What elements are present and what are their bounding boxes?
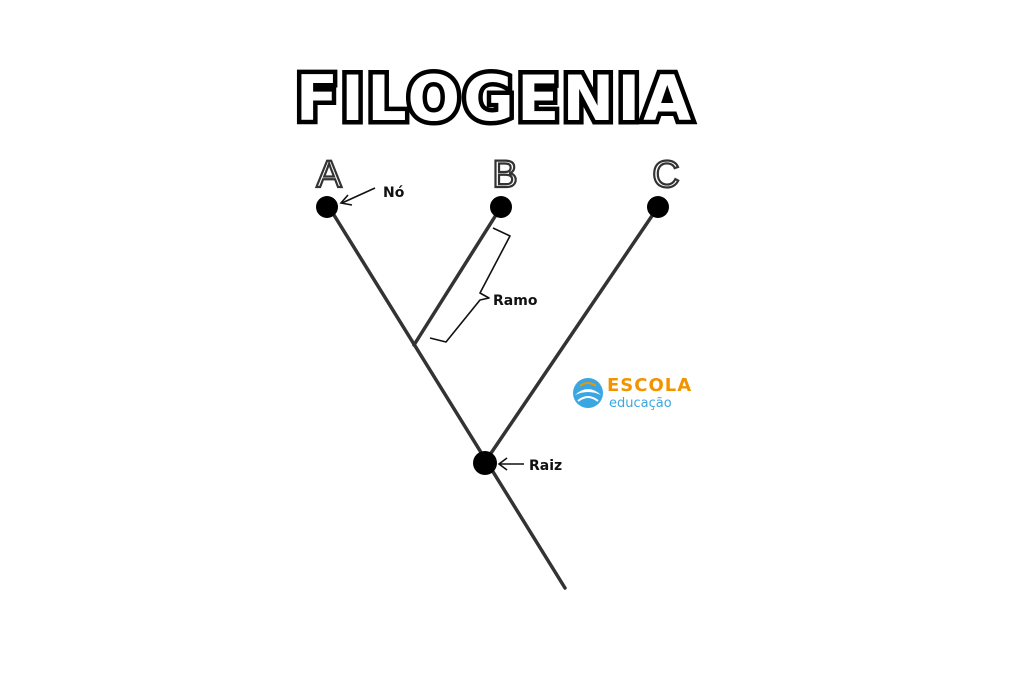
branch-annotation: Ramo (493, 293, 538, 309)
branch-bracket (429, 227, 511, 343)
root-annotation: Raiz (529, 458, 562, 474)
logo-name: ESCOLA (607, 375, 692, 396)
branch-c (483, 205, 660, 464)
book-globe-icon (573, 378, 603, 408)
logo-subtitle: educação (609, 396, 672, 411)
branch-main-a (327, 205, 567, 590)
taxon-label-b: B (492, 154, 517, 196)
node-b (490, 196, 512, 218)
page-title: FILOGENIA (296, 62, 695, 135)
tree-nodes (316, 196, 669, 475)
root-node (473, 451, 497, 475)
node-c (647, 196, 669, 218)
node-arrow-icon (339, 187, 376, 206)
escola-logo: ESCOLA educação (573, 375, 692, 411)
node-annotation: Nó (383, 185, 405, 201)
tree-branches (327, 205, 660, 590)
branch-b (412, 205, 503, 347)
node-a (316, 196, 338, 218)
taxon-label-c: C (652, 154, 679, 196)
root-arrow-icon (497, 457, 524, 471)
taxon-label-a: A (316, 154, 342, 196)
